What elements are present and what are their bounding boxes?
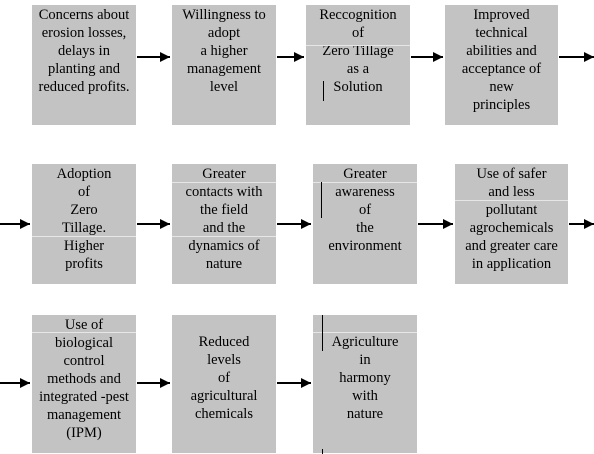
step-box-2: Willingness to adopt a higher management… xyxy=(172,5,276,125)
step-text: dynamics of xyxy=(188,238,260,254)
step-text: Greater xyxy=(202,166,246,182)
step-text: control xyxy=(63,353,105,369)
step-text: Zero Tillage xyxy=(322,43,394,59)
step-text: Concerns about xyxy=(38,7,130,23)
step-text: profits xyxy=(65,256,103,272)
divider-line xyxy=(172,182,276,183)
text-cursor-mark xyxy=(322,449,323,454)
step-text: agricultural xyxy=(190,388,258,404)
text-cursor-mark xyxy=(323,81,324,101)
step-text: environment xyxy=(328,238,402,254)
step-box-7: Greater awareness of the environment xyxy=(313,164,417,284)
divider-line xyxy=(306,45,410,46)
text-cursor-mark xyxy=(321,182,322,218)
step-text: with xyxy=(352,388,378,404)
step-text: Greater xyxy=(343,166,387,182)
step-box-11: Agriculture in harmony with nature xyxy=(313,315,417,453)
step-text: of xyxy=(77,184,91,200)
step-text: Improved xyxy=(473,7,530,23)
step-text: adopt xyxy=(207,25,241,41)
step-text: chemicals xyxy=(195,406,253,422)
step-text: principles xyxy=(472,97,531,113)
step-text: reduced profits. xyxy=(38,79,130,95)
step-text: a higher xyxy=(200,43,248,59)
step-text: (IPM) xyxy=(66,425,102,441)
step-box-10: Reduced levels of agricultural chemicals xyxy=(172,315,276,453)
step-box-6: Greater contacts with the field and the … xyxy=(172,164,276,284)
step-text: of xyxy=(351,25,365,41)
step-text: Zero xyxy=(70,202,98,218)
step-text: acceptance of xyxy=(461,61,542,77)
step-text: harmony xyxy=(339,370,391,386)
step-text: the field xyxy=(200,202,248,218)
step-box-9: Use of biological control methods and in… xyxy=(32,315,136,453)
step-text: and less xyxy=(488,184,535,200)
divider-line xyxy=(455,200,568,201)
step-text: the xyxy=(356,220,374,236)
step-text: abilities and xyxy=(466,43,537,59)
step-text: Reduced xyxy=(198,334,250,350)
step-text: management xyxy=(186,61,262,77)
step-text: in application xyxy=(471,256,552,272)
step-text: contacts with xyxy=(185,184,263,200)
divider-line xyxy=(32,332,136,333)
step-text: planting and xyxy=(47,61,121,77)
step-text: Reccognition xyxy=(319,7,397,23)
step-text: and the xyxy=(202,220,246,236)
divider-line xyxy=(313,182,417,183)
step-text: Adoption xyxy=(56,166,112,182)
step-text: of xyxy=(217,370,231,386)
step-text: new xyxy=(489,79,514,95)
step-text: delays in xyxy=(58,43,110,59)
text-cursor-mark xyxy=(322,315,323,351)
step-text: Solution xyxy=(333,79,383,95)
step-text: agrochemicals xyxy=(469,220,554,236)
step-box-8: Use of safer and less pollutant agrochem… xyxy=(455,164,568,284)
step-text: Willingness to xyxy=(182,7,266,23)
step-text: management xyxy=(46,407,122,423)
step-box-1: Concerns about erosion losses, delays in… xyxy=(32,5,136,125)
divider-line xyxy=(313,332,417,333)
step-text: as a xyxy=(346,61,370,77)
divider-line xyxy=(172,236,276,237)
step-text: nature xyxy=(346,406,384,422)
step-text: Use of safer xyxy=(476,166,547,182)
step-text: methods and xyxy=(47,371,121,387)
divider-line xyxy=(32,236,136,237)
step-text: biological xyxy=(55,335,113,351)
step-box-3: Reccognition of Zero Tillage as a Soluti… xyxy=(306,5,410,125)
step-text: technical xyxy=(475,25,528,41)
step-text: Use of xyxy=(64,317,104,333)
step-text: pollutant xyxy=(485,202,538,218)
step-box-5: Adoption of Zero Tillage. Higher profits xyxy=(32,164,136,284)
step-text: and greater care xyxy=(465,238,558,254)
step-text: nature xyxy=(205,256,243,272)
step-text: of xyxy=(358,202,372,218)
step-text: Higher xyxy=(63,238,105,254)
step-text: in xyxy=(359,352,371,368)
step-text: level xyxy=(209,79,239,95)
step-text: levels xyxy=(207,352,241,368)
step-text: awareness xyxy=(335,184,395,200)
step-box-4: Improved technical abilities and accepta… xyxy=(445,5,558,125)
step-text: erosion losses, xyxy=(41,25,127,41)
step-text: Tillage. xyxy=(61,220,107,236)
step-text: Agriculture xyxy=(331,334,399,350)
step-text: integrated -pest xyxy=(39,389,129,405)
